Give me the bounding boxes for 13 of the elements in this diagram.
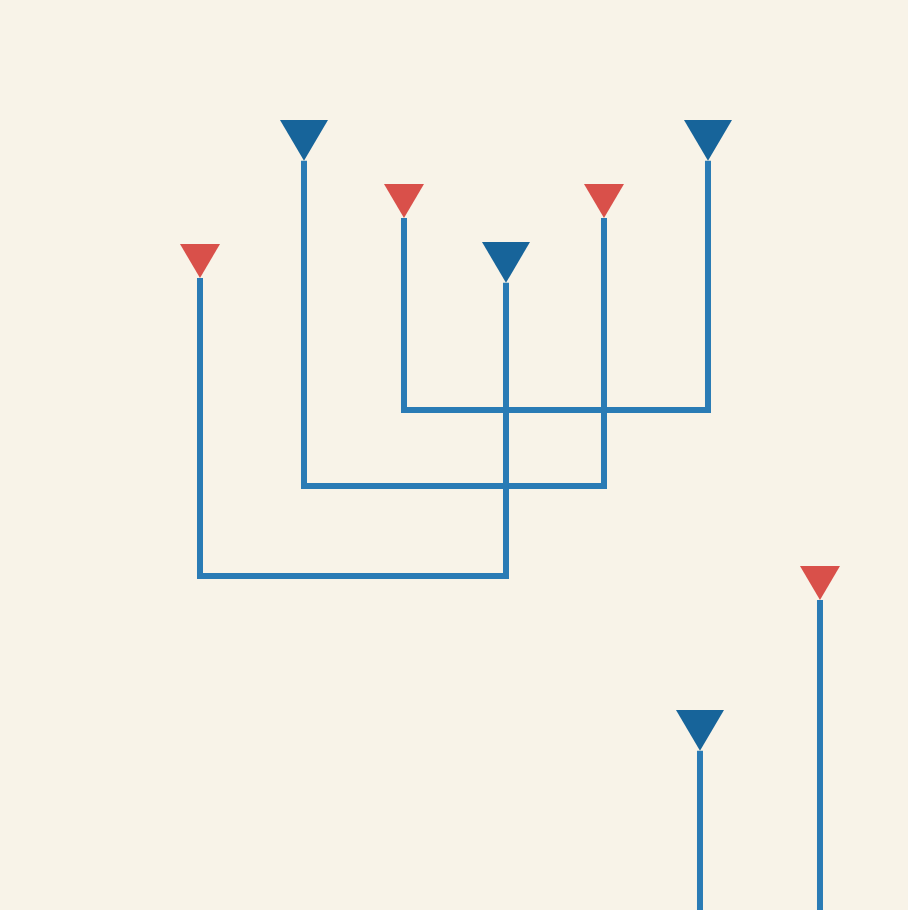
triangle-marker — [684, 120, 732, 161]
triangle-marker — [800, 566, 840, 600]
triangle-marker — [676, 710, 724, 751]
triangle-marker — [180, 244, 220, 278]
triangle-marker — [384, 184, 424, 218]
triangle-marker — [280, 120, 328, 161]
connector-line — [197, 278, 509, 579]
triangle-marker — [482, 242, 530, 283]
connector-line — [401, 160, 711, 413]
triangle-marker — [584, 184, 624, 218]
connector-line — [301, 160, 607, 489]
connector-line — [697, 750, 703, 910]
connector-line — [817, 600, 823, 910]
